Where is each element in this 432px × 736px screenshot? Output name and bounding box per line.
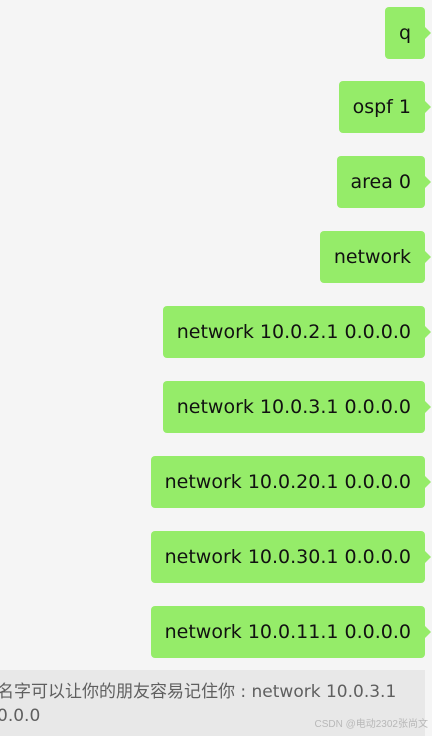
watermark: CSDN @电动2302张尚文 <box>314 719 428 730</box>
message-bubble-q[interactable]: q <box>384 7 432 59</box>
preview-line-2: 0.0.0 <box>0 706 41 726</box>
message-bubble-network-10-0-30-1[interactable]: network 10.0.30.1 0.0.0.0 <box>150 531 432 583</box>
message-bubble-network-10-0-20-1[interactable]: network 10.0.20.1 0.0.0.0 <box>150 456 432 508</box>
message-input-preview[interactable]: 名字可以让你的朋友容易记住你 : network 10.0.3.1 0.0.0 <box>0 670 425 736</box>
message-bubble-network-10-0-3-1[interactable]: network 10.0.3.1 0.0.0.0 <box>162 381 432 433</box>
preview-line-1: 名字可以让你的朋友容易记住你 : network 10.0.3.1 <box>0 682 397 702</box>
message-bubble-network-10-0-11-1[interactable]: network 10.0.11.1 0.0.0.0 <box>150 606 432 658</box>
message-bubble-network-10-0-2-1[interactable]: network 10.0.2.1 0.0.0.0 <box>162 306 432 358</box>
message-bubble-network[interactable]: network <box>319 231 432 283</box>
message-bubble-area[interactable]: area 0 <box>336 156 431 208</box>
message-bubble-ospf[interactable]: ospf 1 <box>338 81 432 133</box>
